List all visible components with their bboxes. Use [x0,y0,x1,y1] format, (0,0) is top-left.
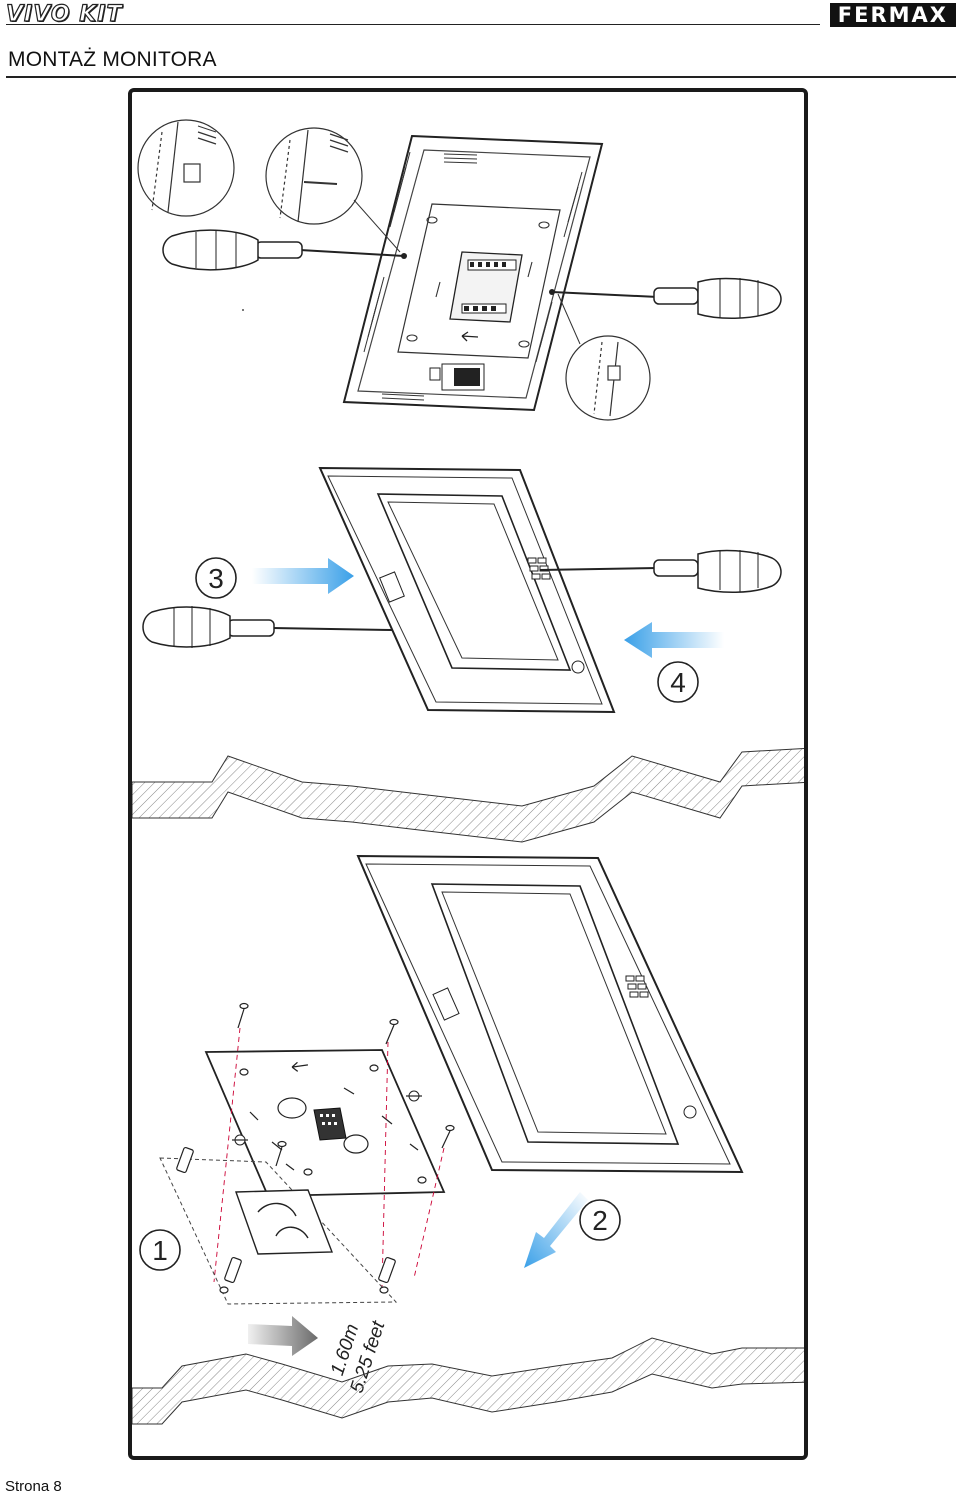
magnifier-leader-right [557,293,581,345]
arrow-step3 [252,558,354,594]
screwdriver-right-upper [551,277,782,320]
detail-magnifier-top-center [265,127,363,225]
svg-text:2: 2 [592,1205,608,1236]
monitor-front-tilted [318,466,616,714]
detail-magnifier-right [565,335,651,421]
screws-plate [237,309,455,1167]
screwdriver-right-step4 [539,549,782,594]
monitor-front-mounting [356,854,744,1174]
arrow-step1 [248,1316,318,1356]
step-badge-2: 2 [579,1199,621,1241]
wall-section-break-lower [132,1337,804,1425]
wall-section-break-upper [132,747,804,843]
installation-illustration: 3 4 [132,119,804,1425]
step-badge-1: 1 [139,1229,181,1271]
wall-anchors [176,1146,396,1294]
page-number: Strona 8 [5,1478,62,1495]
svg-text:4: 4 [670,667,686,698]
svg-text:3: 3 [208,563,224,594]
title-divider [6,76,956,78]
arrow-step4 [624,622,724,658]
screwdriver-left-upper [162,229,405,271]
magnifier-leader-left [353,199,401,253]
arrow-step2 [524,1192,588,1268]
header-divider [6,24,820,25]
step-badge-3: 3 [195,557,237,599]
step-badge-4: 4 [657,661,699,703]
installation-diagram-frame: 3 4 [128,88,808,1460]
wall-mounting-plate [204,1049,446,1197]
screwdriver-left-step3 [142,606,393,648]
wall-outline-dashed [159,1157,398,1305]
monitor-back-view [342,134,604,412]
flush-mounting-box [235,1189,334,1255]
detail-magnifier-top-left [137,119,235,217]
brand-logo-fermax: FERMAX [829,3,956,27]
svg-text:1: 1 [152,1235,168,1266]
page-title: MONTAŻ MONITORA [8,48,217,71]
alignment-guides [213,1027,445,1289]
brand-logo-vivo-kit: VIVO KIT [5,1,123,27]
